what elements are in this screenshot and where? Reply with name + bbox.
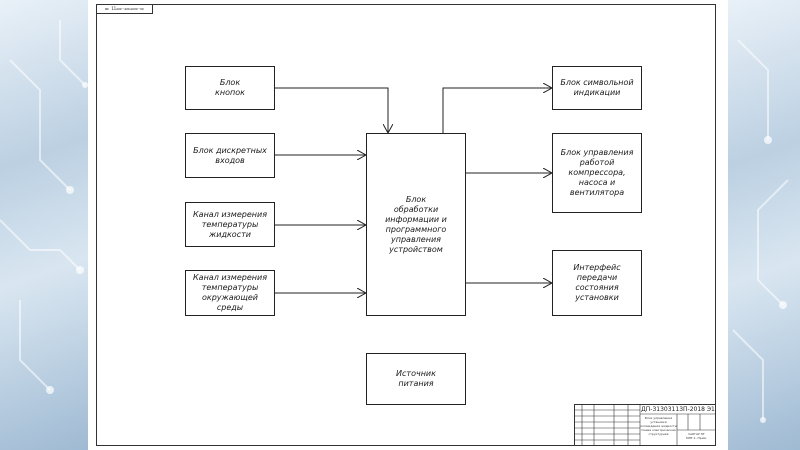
sheet-stamp: ᴎᴇ 11ᴀᴏᴇ-ᴀᴏᴇᴀᴏᴏᴇ-ᴏᴇ — [96, 4, 153, 14]
block-discrete-inputs: Блок дискретных входов — [185, 133, 275, 178]
decorative-background-right — [728, 0, 800, 450]
circuit-pattern-icon — [0, 20, 88, 394]
circuit-pattern-icon — [732, 39, 789, 423]
block-symbol-display: Блок символьной индикации — [552, 66, 642, 110]
block-liquid-temperature: Канал измерения температуры жидкости — [185, 202, 275, 247]
drawing-frame — [96, 4, 716, 446]
block-ambient-temperature: Канал измерения температуры окружающей с… — [185, 270, 275, 316]
block-compressor-control: Блок управления работой компрессора, нас… — [552, 133, 642, 213]
drawing-code: ДП-31303113П-2018 Э1 — [641, 406, 715, 413]
decorative-background-left — [0, 0, 88, 450]
block-power-supply: Источник питания — [366, 353, 466, 405]
drawing-description: Блок управления установки охлаждения жид… — [640, 416, 677, 436]
title-block — [574, 404, 716, 446]
block-status-interface: Интерфейс передачи состояния установки — [552, 250, 642, 316]
block-processing: Блок обработки информации и программного… — [366, 133, 466, 316]
block-buttons: Блок кнопок — [185, 66, 275, 110]
drawing-organization: СибГАУ ЭТ МЭТ-1, Прим. — [686, 432, 707, 440]
title-block-grid — [574, 404, 716, 446]
